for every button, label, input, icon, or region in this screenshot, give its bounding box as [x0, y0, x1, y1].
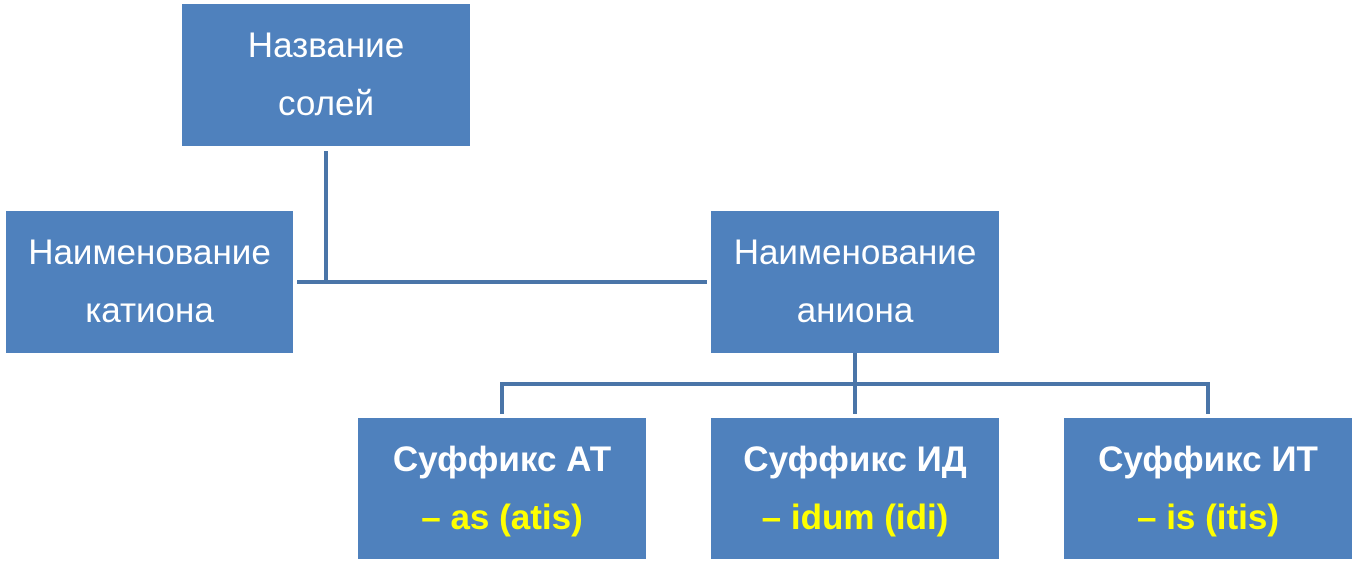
suffix-id-node: Суффикс ИД – idum (idi): [711, 418, 999, 559]
cation-node-line1: Наименование: [28, 233, 271, 272]
anion-node-line2: аниона: [796, 291, 914, 330]
anion-node-line1: Наименование: [733, 233, 977, 272]
suffix-it-node: Суффикс ИТ – is (itis): [1064, 418, 1352, 559]
root-node-line2: солей: [277, 84, 375, 123]
root-node: Название солей: [182, 4, 470, 146]
suffix-at-title: Суффикс АТ: [392, 439, 612, 479]
suffix-id-title: Суффикс ИД: [743, 439, 967, 479]
anion-node: Наименование аниона: [711, 211, 999, 353]
cation-node-line2: катиона: [85, 291, 214, 330]
suffix-id-latin: – idum (idi): [761, 497, 949, 537]
suffix-at-latin: – as (atis): [421, 497, 583, 537]
suffix-it-latin: – is (itis): [1137, 497, 1279, 537]
suffix-it-title: Суффикс ИТ: [1098, 439, 1318, 479]
root-node-line1: Название: [247, 26, 405, 65]
cation-node: Наименование катиона: [6, 211, 293, 353]
suffix-at-node: Суффикс АТ – as (atis): [358, 418, 646, 559]
